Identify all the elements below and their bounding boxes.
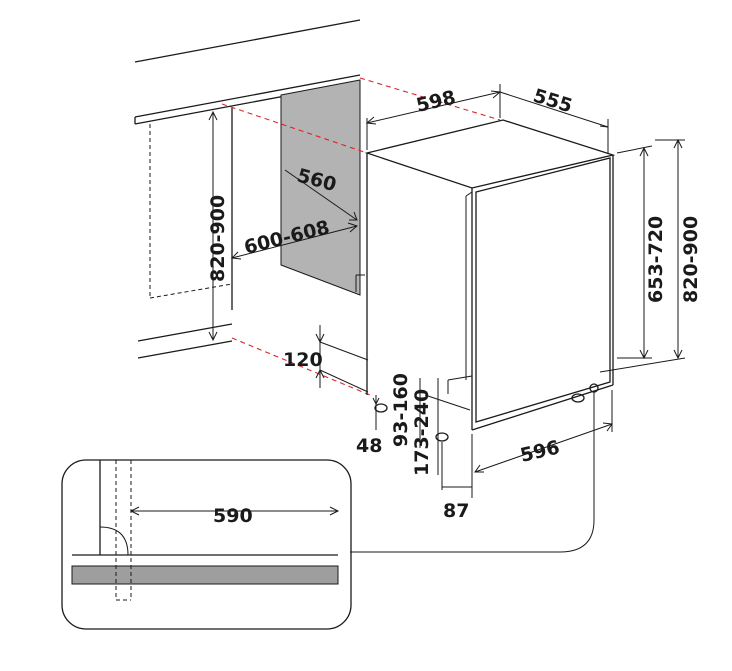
label-range-173-240: 173-240 [411,389,433,476]
dimension-lines [208,84,686,553]
detail-inset [61,459,352,630]
niche-back-panel [280,79,361,296]
label-width-598: 598 [414,87,458,117]
label-foot-48: 48 [356,435,382,457]
label-niche-height-820-900: 820-900 [207,195,229,282]
label-offset-87: 87 [443,500,469,522]
dishwasher-body [364,119,616,442]
label-bottom-width-596: 596 [518,437,562,467]
label-depth-555: 555 [531,85,575,118]
label-detail-590: 590 [213,505,253,527]
label-range-93-160: 93-160 [390,373,412,447]
hidden-edges [221,77,501,396]
label-total-height-820-900: 820-900 [680,216,702,303]
label-appliance-height-653-720: 653-720 [645,216,667,303]
left-cabinet-outline [137,108,233,359]
label-plinth-120: 120 [283,349,323,371]
